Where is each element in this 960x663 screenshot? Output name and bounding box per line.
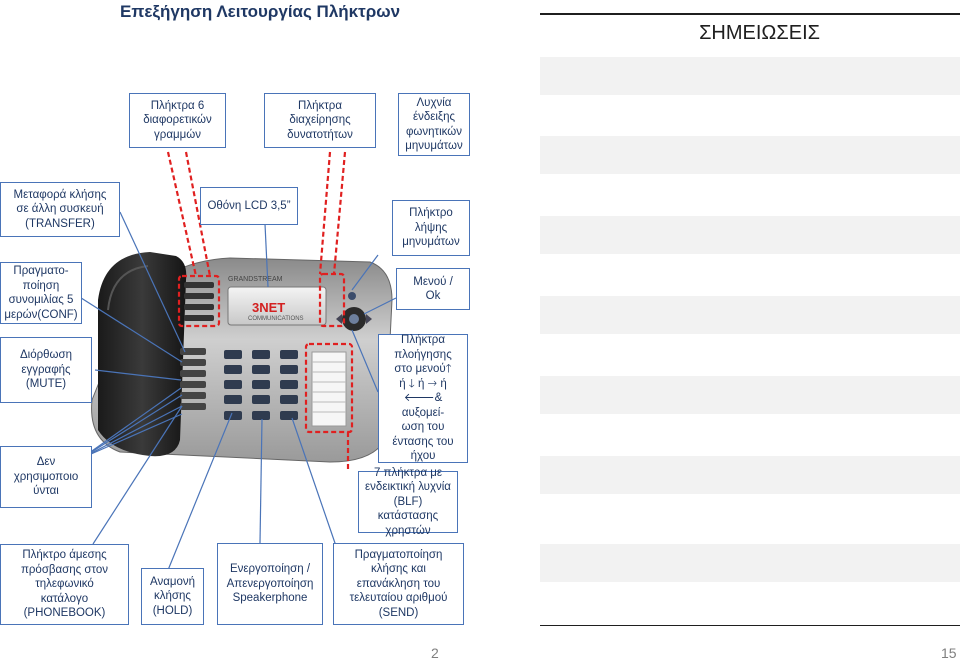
notes-line [540, 57, 960, 95]
callout-feature-keys: Πλήκτρα διαχείρησης δυνατοτήτων [264, 93, 376, 148]
function-keys [180, 348, 206, 410]
callout-unused: Δεν χρησιμοποιο ύνται [0, 446, 92, 508]
screen-logo-sub: COMMUNICATIONS [248, 316, 304, 322]
nav-cluster [336, 292, 372, 331]
callout-lines-keys: Πλήκτρα 6 διαφορετικών γραμμών [129, 93, 226, 148]
callout-transfer: Μεταφορά κλήσης σε άλλη συσκευή (TRANSFE… [0, 182, 120, 237]
page-title: Επεξήγηση Λειτουργίας Πλήκτρων [120, 2, 401, 21]
leader-lines [77, 211, 397, 576]
notes-line [540, 136, 960, 174]
callout-mute: Διόρθωση εγγραφής (MUTE) [0, 337, 92, 403]
notes-line [540, 216, 960, 254]
callout-send: Πραγματοποίηση κλήσης και επανάκληση του… [333, 543, 464, 625]
brand-label: GRANDSTREAM [228, 276, 283, 283]
callout-voicemail-led: Λυχνία ένδειξης φωνητικών μηνυμάτων [398, 93, 470, 156]
keypad [224, 350, 298, 420]
callout-blf: 7 πλήκτρα με ενδεικτική λυχνία (BLF) κατ… [358, 467, 458, 537]
highlight-marks [166, 151, 354, 470]
notes-line [540, 376, 960, 414]
notes-top-rule [540, 13, 960, 15]
callout-phonebook: Πλήκτρο άμεσης πρόσβασης στον τηλεφωνικό… [0, 544, 129, 625]
callout-lcd: Οθόνη LCD 3,5” [200, 187, 298, 225]
notes-title: ΣΗΜΕΙΩΣΕΙΣ [699, 22, 820, 44]
page-number-right: 15 [941, 645, 957, 661]
callout-conference: Πραγματο- ποίηση συνομιλίας 5 μερών(CONF… [0, 262, 82, 324]
callout-message-key: Πλήκτρο λήψης μηνυμάτων [392, 200, 470, 256]
callout-hold: Αναμονή κλήσης (HOLD) [141, 568, 204, 625]
handset [98, 252, 187, 457]
notes-line [540, 296, 960, 334]
screen-logo: 3NET [252, 300, 285, 315]
lcd-screen [227, 286, 327, 326]
callout-navigation: Πλήκτρα πλοήγησης στο μενού🡑 ή 🡓 ή 🡒 ή 🡐… [378, 334, 468, 463]
callout-speakerphone: Ενεργοποίηση / Απενεργοποίηση Speakerpho… [217, 543, 323, 625]
notes-bottom-rule [540, 625, 960, 626]
notes-line [540, 456, 960, 494]
page-number-left: 2 [431, 645, 439, 661]
line-keys [184, 282, 214, 321]
callout-menu-ok: Μενού / Ok [396, 268, 470, 310]
notes-line [540, 544, 960, 582]
blf-keys [311, 351, 347, 427]
